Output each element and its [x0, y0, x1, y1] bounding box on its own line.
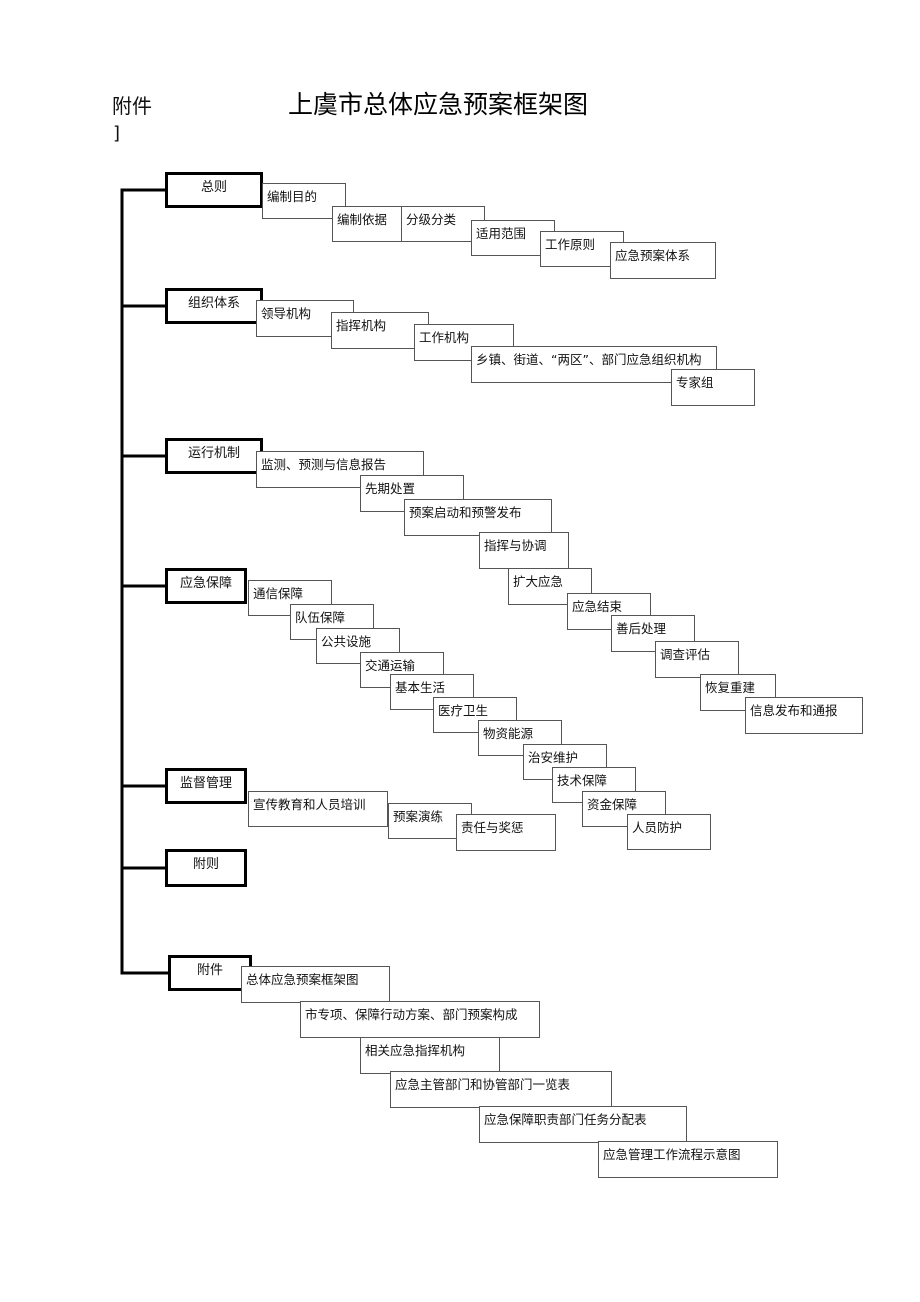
item-box: 宣传教育和人员培训	[248, 791, 388, 827]
item-box: 应急预案体系	[610, 242, 716, 279]
item-box: 市专项、保障行动方案、部门预案构成	[300, 1001, 540, 1038]
section-box: 应急保障	[165, 568, 247, 604]
item-box: 编制目的	[262, 183, 346, 219]
item-box: 指挥机构	[331, 312, 429, 349]
section-box: 附件	[168, 955, 252, 991]
section-box: 组织体系	[165, 288, 263, 324]
item-box: 责任与奖惩	[456, 814, 556, 851]
item-box: 调查评估	[655, 641, 739, 678]
item-box: 应急主管部门和协管部门一览表	[390, 1071, 612, 1108]
section-box: 附则	[165, 849, 247, 887]
item-box: 相关应急指挥机构	[360, 1037, 500, 1074]
section-box: 总则	[165, 172, 263, 208]
item-box: 专家组	[671, 369, 755, 406]
item-box: 应急管理工作流程示意图	[598, 1141, 778, 1178]
item-box: 人员防护	[627, 814, 711, 850]
header-bracket: ]	[113, 123, 121, 144]
page-title: 上虞市总体应急预案框架图	[288, 90, 589, 119]
item-box: 信息发布和通报	[745, 697, 863, 734]
item-box: 应急保障职责部门任务分配表	[479, 1106, 687, 1143]
section-box: 监督管理	[165, 768, 247, 804]
header-note: 附件	[112, 94, 152, 118]
item-box: 总体应急预案框架图	[241, 966, 390, 1003]
item-box: 资金保障	[582, 791, 666, 827]
item-box: 预案启动和预警发布	[404, 499, 552, 536]
item-box: 基本生活	[390, 674, 474, 710]
section-box: 运行机制	[165, 438, 263, 474]
item-box: 指挥与协调	[479, 532, 569, 569]
